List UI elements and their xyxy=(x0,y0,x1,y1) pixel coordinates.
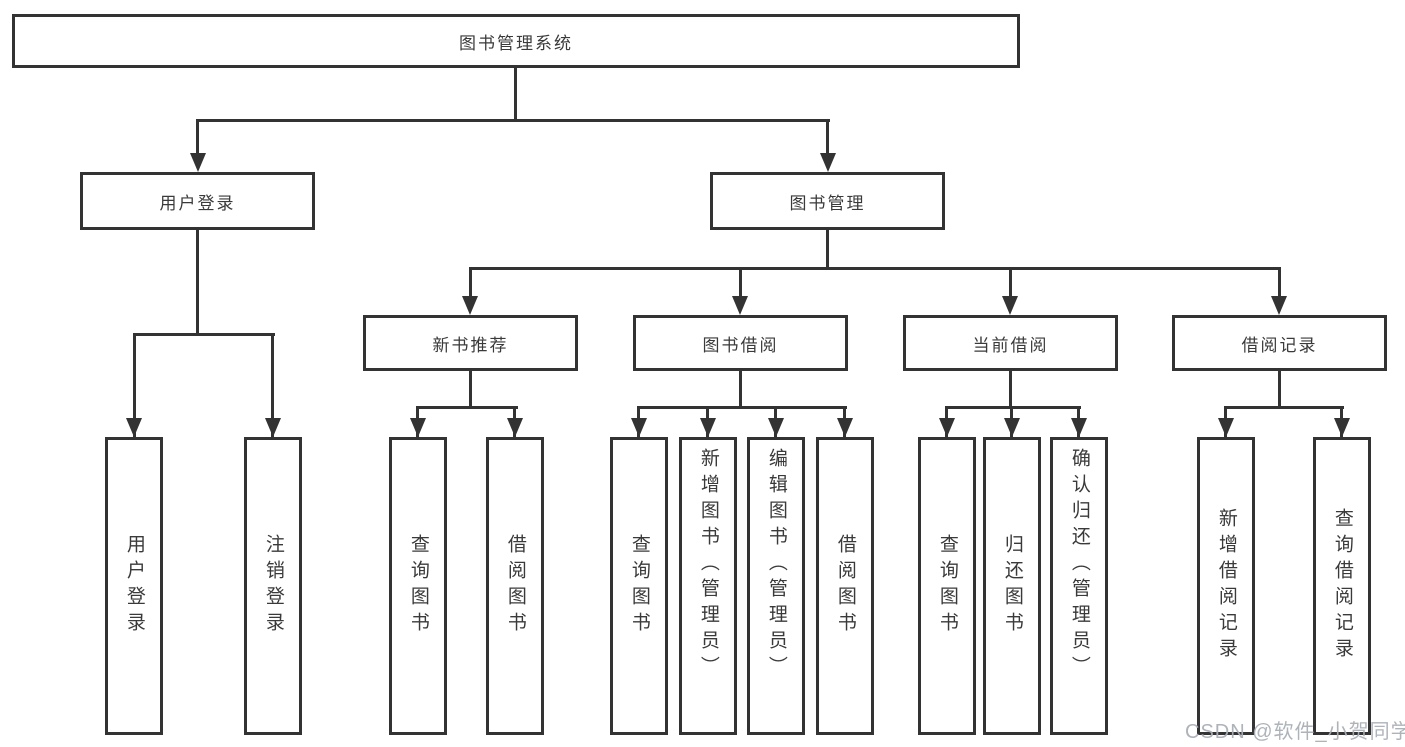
connector-line xyxy=(826,119,829,161)
node-label: 查询图书 xyxy=(936,534,958,638)
node-label: 图书管理系统 xyxy=(459,33,573,53)
connector-line xyxy=(196,119,830,122)
arrowhead-down-icon xyxy=(462,296,478,315)
node-label: 新增借阅记录 xyxy=(1215,508,1237,664)
arrowhead-down-icon xyxy=(768,418,784,437)
connector-line xyxy=(945,406,1081,409)
leaf-add-borrow-record: 新增借阅记录 xyxy=(1197,437,1255,735)
leaf-return-book: 归还图书 xyxy=(983,437,1041,735)
leaf-query-books-borrowing: 查询图书 xyxy=(610,437,668,735)
node-root-system: 图书管理系统 xyxy=(12,14,1020,68)
connector-line xyxy=(1009,267,1012,301)
leaf-edit-book-admin: 编辑图书（管理员） xyxy=(747,437,805,735)
leaf-user-login: 用户登录 xyxy=(105,437,163,735)
node-label: 编辑图书（管理员） xyxy=(765,448,787,682)
connector-line xyxy=(1009,371,1012,409)
node-user-login-branch: 用户登录 xyxy=(80,172,315,230)
node-book-borrowing: 图书借阅 xyxy=(633,315,848,371)
node-label: 用户登录 xyxy=(123,534,145,638)
connector-line xyxy=(1278,371,1281,409)
leaf-confirm-return-admin: 确认归还（管理员） xyxy=(1050,437,1108,735)
arrowhead-down-icon xyxy=(837,418,853,437)
node-label: 确认归还（管理员） xyxy=(1068,448,1090,682)
arrowhead-down-icon xyxy=(732,296,748,315)
arrowhead-down-icon xyxy=(1004,418,1020,437)
node-label: 借阅图书 xyxy=(504,534,526,638)
node-label: 查询借阅记录 xyxy=(1331,508,1353,664)
leaf-borrow-books-recommend: 借阅图书 xyxy=(486,437,544,735)
arrowhead-down-icon xyxy=(1271,296,1287,315)
connector-line xyxy=(469,371,472,409)
node-label: 新增图书（管理员） xyxy=(697,448,719,682)
arrowhead-down-icon xyxy=(1002,296,1018,315)
node-label: 借阅图书 xyxy=(834,534,856,638)
node-new-book-recommend: 新书推荐 xyxy=(363,315,578,371)
arrowhead-down-icon xyxy=(126,418,142,437)
arrowhead-down-icon xyxy=(939,418,955,437)
connector-line xyxy=(469,267,1281,270)
node-label: 查询图书 xyxy=(628,534,650,638)
node-book-management: 图书管理 xyxy=(710,172,945,230)
arrowhead-down-icon xyxy=(1334,418,1350,437)
leaf-borrow-books: 借阅图书 xyxy=(816,437,874,735)
connector-line xyxy=(739,371,742,409)
node-label: 借阅记录 xyxy=(1241,335,1318,355)
connector-line xyxy=(196,119,199,161)
arrowhead-down-icon xyxy=(1071,418,1087,437)
connector-line xyxy=(133,333,136,437)
leaf-logout: 注销登录 xyxy=(244,437,302,735)
connector-line xyxy=(739,267,742,301)
node-label: 当前借阅 xyxy=(972,335,1049,355)
connector-line xyxy=(196,230,199,336)
node-label: 查询图书 xyxy=(407,534,429,638)
arrowhead-down-icon xyxy=(1218,418,1234,437)
node-current-borrowing: 当前借阅 xyxy=(903,315,1118,371)
node-label: 归还图书 xyxy=(1001,534,1023,638)
csdn-watermark: CSDN @软件_小贺同学 xyxy=(1185,721,1405,743)
connector-line xyxy=(271,333,274,437)
arrowhead-down-icon xyxy=(700,418,716,437)
connector-line xyxy=(133,333,275,336)
leaf-query-books-recommend: 查询图书 xyxy=(389,437,447,735)
node-borrowing-records: 借阅记录 xyxy=(1172,315,1387,371)
arrowhead-down-icon xyxy=(820,153,836,172)
node-label: 注销登录 xyxy=(262,534,284,638)
node-label: 图书借阅 xyxy=(702,335,779,355)
arrowhead-down-icon xyxy=(190,153,206,172)
arrowhead-down-icon xyxy=(410,418,426,437)
connector-line xyxy=(1224,406,1344,409)
node-label: 新书推荐 xyxy=(432,335,509,355)
connector-line xyxy=(514,66,517,122)
node-label: 用户登录 xyxy=(159,193,236,213)
arrowhead-down-icon xyxy=(507,418,523,437)
leaf-add-book-admin: 新增图书（管理员） xyxy=(679,437,737,735)
leaf-query-borrow-record: 查询借阅记录 xyxy=(1313,437,1371,735)
connector-line xyxy=(1278,267,1281,301)
arrowhead-down-icon xyxy=(265,418,281,437)
connector-line xyxy=(416,406,518,409)
connector-line xyxy=(637,406,847,409)
node-label: 图书管理 xyxy=(789,193,866,213)
arrowhead-down-icon xyxy=(631,418,647,437)
connector-line xyxy=(826,230,829,270)
connector-line xyxy=(469,267,472,301)
leaf-query-books-current: 查询图书 xyxy=(918,437,976,735)
